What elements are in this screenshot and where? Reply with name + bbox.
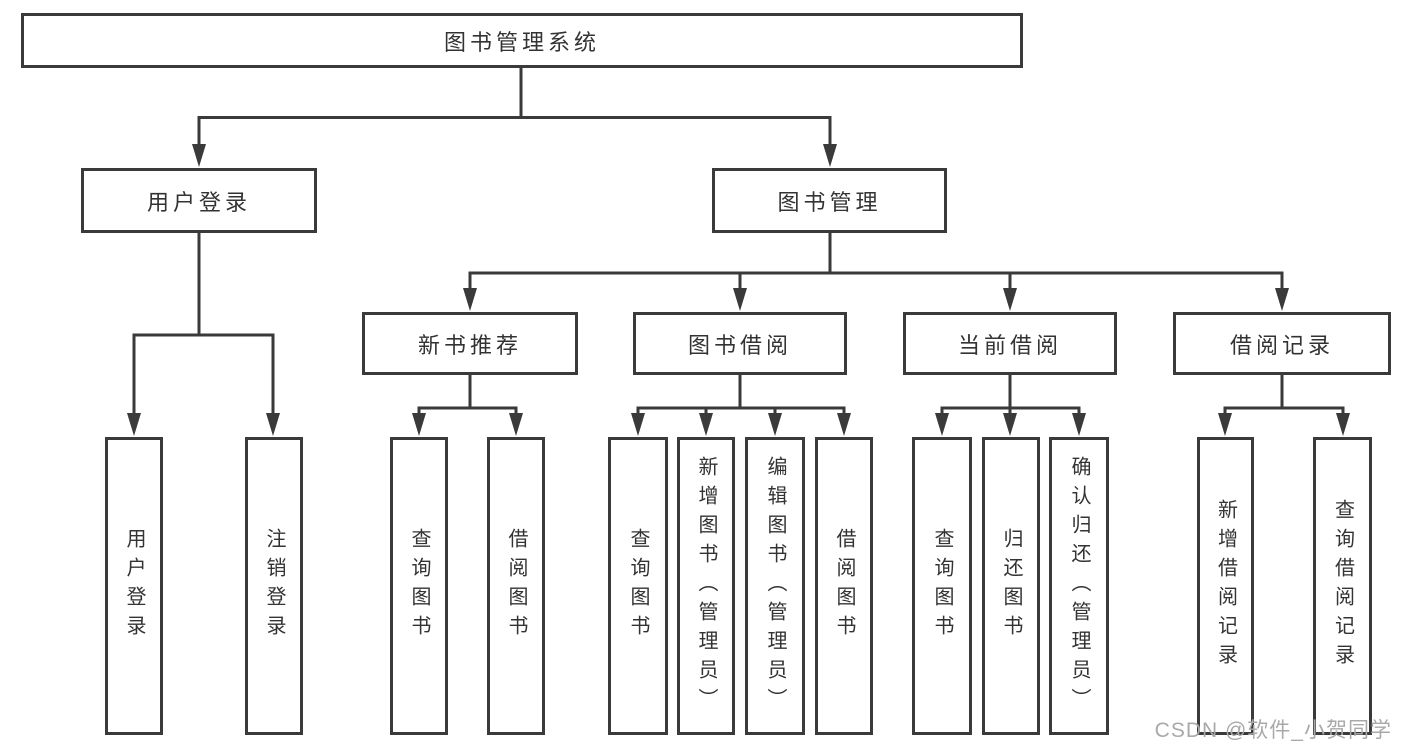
node-user-login-leaf-label: 用户登录 <box>123 528 145 644</box>
node-edit-book-admin: 编辑图书（管理员） <box>745 437 805 735</box>
connector-book-borrow-children <box>631 375 851 436</box>
node-book-borrow: 图书借阅 <box>633 312 847 375</box>
node-query-borrow-record-label: 查询借阅记录 <box>1331 499 1354 673</box>
node-current-borrow-label: 当前借阅 <box>957 332 1062 358</box>
node-borrow-records-label: 借阅记录 <box>1229 332 1334 358</box>
node-add-borrow-record: 新增借阅记录 <box>1197 437 1254 735</box>
node-new-book-recommend: 新书推荐 <box>362 312 578 375</box>
node-confirm-return-admin-label: 确认归还（管理员） <box>1068 455 1090 717</box>
node-add-borrow-record-label: 新增借阅记录 <box>1214 499 1237 673</box>
node-user-login-leaf: 用户登录 <box>105 437 163 735</box>
node-user-login-label: 用户登录 <box>146 189 251 215</box>
node-edit-book-admin-label: 编辑图书（管理员） <box>764 455 786 717</box>
node-query-borrow-record: 查询借阅记录 <box>1313 437 1372 735</box>
node-borrow-records: 借阅记录 <box>1173 312 1391 375</box>
node-borrow-book-leaf: 借阅图书 <box>815 437 873 735</box>
connector-borrow-records-children <box>1218 375 1350 436</box>
node-add-book-admin-label: 新增图书（管理员） <box>695 455 717 717</box>
node-query-book-recommend: 查询图书 <box>390 437 448 735</box>
node-query-book-current-label: 查询图书 <box>931 528 953 644</box>
node-query-book-borrow-label: 查询图书 <box>627 528 649 644</box>
node-book-management: 图书管理 <box>712 168 947 233</box>
node-add-book-admin: 新增图书（管理员） <box>677 437 735 735</box>
node-borrow-book-recommend: 借阅图书 <box>487 437 545 735</box>
connector-new-book-children <box>412 375 523 436</box>
node-borrow-book-recommend-label: 借阅图书 <box>505 528 527 644</box>
node-current-borrow: 当前借阅 <box>903 312 1117 375</box>
node-borrow-book-leaf-label: 借阅图书 <box>833 528 855 644</box>
node-root: 图书管理系统 <box>21 13 1023 68</box>
node-root-label: 图书管理系统 <box>443 29 600 55</box>
node-confirm-return-admin: 确认归还（管理员） <box>1049 437 1109 735</box>
node-user-login: 用户登录 <box>81 168 317 233</box>
connector-current-borrow-children <box>935 375 1086 436</box>
node-query-book-current: 查询图书 <box>912 437 972 735</box>
node-return-book: 归还图书 <box>982 437 1040 735</box>
node-logout: 注销登录 <box>245 437 303 735</box>
connector-book-management-children <box>463 233 1289 311</box>
node-return-book-label: 归还图书 <box>1000 528 1022 644</box>
node-new-book-recommend-label: 新书推荐 <box>417 332 522 358</box>
node-book-management-label: 图书管理 <box>777 189 882 215</box>
node-book-borrow-label: 图书借阅 <box>687 332 792 358</box>
watermark: CSDN @软件_小贺同学 <box>1154 719 1392 742</box>
connector-root-to-level2 <box>192 68 837 167</box>
connector-user-login-children <box>127 233 280 436</box>
node-query-book-borrow: 查询图书 <box>608 437 668 735</box>
node-logout-label: 注销登录 <box>263 528 285 644</box>
node-query-book-recommend-label: 查询图书 <box>408 528 430 644</box>
